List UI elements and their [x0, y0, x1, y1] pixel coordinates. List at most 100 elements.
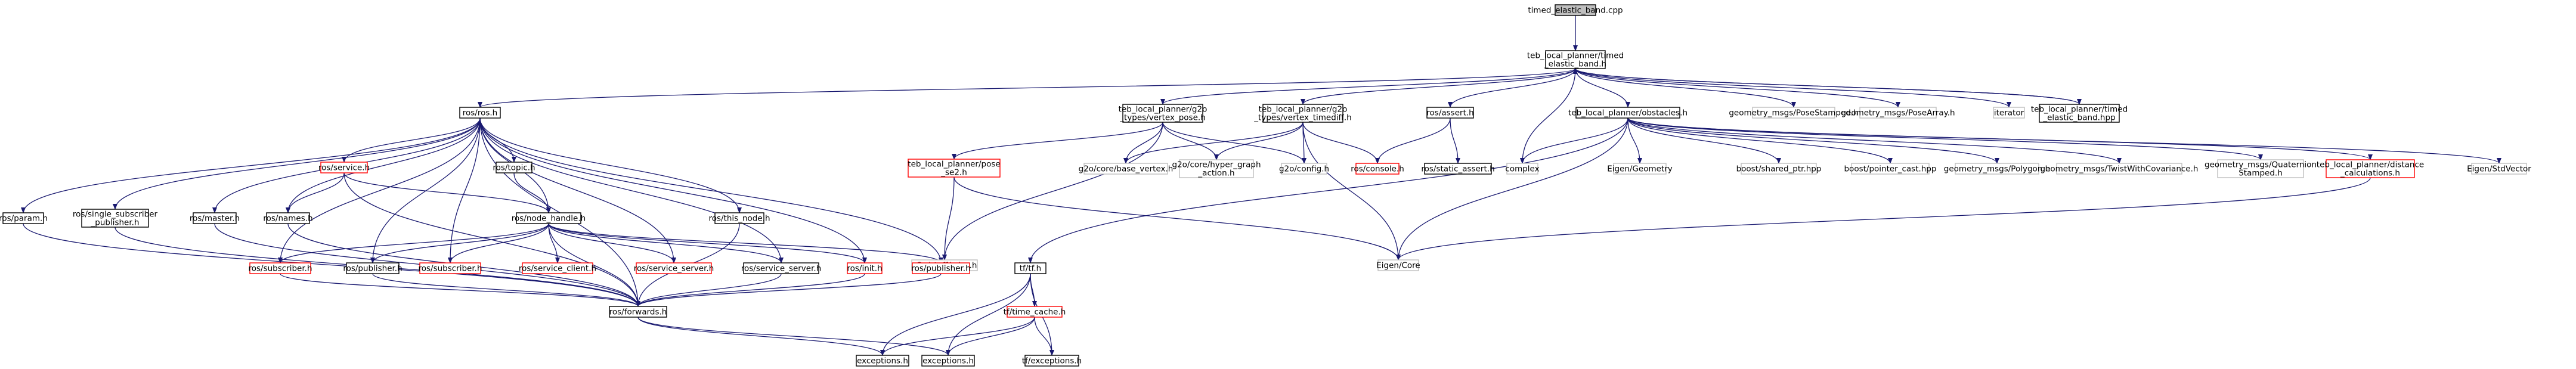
- include-edge: [942, 122, 1163, 261]
- include-edge: [1034, 317, 1054, 356]
- include-edge: [1627, 117, 1893, 164]
- header-file-node: Eigen/Core: [1376, 259, 1420, 271]
- node-label: _types/vertex_pose.h: [1119, 113, 1205, 123]
- node-box: [1179, 159, 1254, 178]
- header-file-node[interactable]: ros/subscriber.h: [248, 262, 312, 274]
- node-box: [1281, 163, 1327, 175]
- header-file-node[interactable]: ros/console.h: [1351, 163, 1404, 175]
- node-label: teb_local_planner/distance: [2317, 160, 2424, 170]
- header-file-node[interactable]: ros/names.h: [263, 212, 313, 224]
- header-file-node[interactable]: ros/init.h: [847, 262, 883, 274]
- node-label: _se2.h: [940, 168, 967, 178]
- node-label: ros/ros.h: [463, 108, 498, 118]
- header-file-node[interactable]: exceptions.h: [921, 355, 975, 367]
- include-edge: [636, 273, 942, 307]
- header-file-node[interactable]: ros/service_server.h: [634, 262, 714, 274]
- header-file-node[interactable]: tf/time_cache.h: [1004, 306, 1066, 318]
- include-edge: [478, 68, 1576, 108]
- node-label: complex: [1505, 165, 1539, 174]
- edge-line: [479, 117, 784, 263]
- include-edge: [946, 273, 1031, 356]
- header-file-node: geometry_msgs/TwistWithCovariance.h: [2041, 163, 2199, 175]
- header-file-node[interactable]: tf/tf.h: [1014, 262, 1046, 274]
- node-box: [1014, 262, 1046, 274]
- header-file-node[interactable]: teb_local_planner/timed_elastic_band.h: [1527, 50, 1624, 69]
- edge-line: [942, 176, 955, 261]
- header-file-node[interactable]: ros/service_client.h: [519, 262, 596, 274]
- node-box: [1613, 163, 1667, 175]
- header-file-node[interactable]: tf/exceptions.h: [1022, 355, 1082, 367]
- header-file-node[interactable]: teb_local_planner/g2o_types/vertex_pose.…: [1119, 104, 1208, 123]
- header-file-node[interactable]: ros/ros.h: [459, 107, 501, 119]
- header-file-node[interactable]: teb_local_planner/distance_calculations.…: [2317, 159, 2424, 178]
- include-edge: [1627, 117, 2263, 160]
- include-edge: [880, 273, 1031, 356]
- node-label: ros/topic.h: [493, 163, 535, 173]
- edge-line: [286, 172, 345, 213]
- header-file-node[interactable]: teb_local_planner/pose_se2.h: [908, 159, 1001, 178]
- edge-line: [343, 172, 551, 213]
- include-edge: [1162, 122, 1306, 164]
- node-label: teb_local_planner/g2o: [1259, 105, 1348, 114]
- edge-line: [479, 117, 676, 263]
- node-box: [1545, 50, 1606, 69]
- node-label: ros/this_node.h: [708, 214, 770, 224]
- edge-line: [1575, 68, 1796, 108]
- include-edge: [1160, 68, 1576, 105]
- node-label: ros/subscriber.h: [418, 264, 482, 274]
- edge-line: [637, 317, 885, 356]
- node-box: [496, 162, 532, 173]
- header-file-node[interactable]: ros/forwards.h: [609, 306, 667, 318]
- header-file-node[interactable]: ros/single_subscriber_publisher.h: [73, 209, 158, 228]
- include-edge: [513, 172, 551, 213]
- header-file-node[interactable]: ros/service.h: [318, 162, 370, 173]
- edge-line: [286, 117, 481, 213]
- node-label: ros/service_client.h: [519, 264, 596, 274]
- include-edge: [1627, 117, 2122, 164]
- header-file-node[interactable]: ros/static_assert.h: [1421, 163, 1495, 175]
- header-file-node[interactable]: ros/service_server.h: [741, 262, 822, 274]
- edge-line: [1214, 122, 1304, 160]
- header-file-node[interactable]: ros/this_node.h: [708, 212, 770, 224]
- node-label: ros/master.h: [190, 214, 240, 224]
- node-label: tf/tf.h: [1020, 264, 1042, 274]
- node-box: [320, 162, 368, 173]
- node-label: exceptions.h: [857, 356, 908, 366]
- header-file-node: g2o/core/hyper_graph_action.h: [1172, 159, 1261, 178]
- include-edge: [479, 117, 867, 263]
- edge-line: [1627, 117, 1893, 164]
- node-box: [516, 212, 581, 224]
- header-file-node[interactable]: ros/assert.h: [1426, 107, 1474, 119]
- include-edge: [448, 117, 481, 263]
- header-file-node[interactable]: ros/topic.h: [493, 162, 535, 173]
- node-box: [609, 306, 667, 318]
- header-file-node[interactable]: ros/node_handle.h: [512, 212, 586, 224]
- header-file-node[interactable]: exceptions.h: [856, 355, 909, 367]
- node-box: [2326, 159, 2415, 178]
- header-file-node[interactable]: ros/param.h: [0, 212, 48, 224]
- node-box: [1741, 163, 1817, 175]
- node-label: ros/subscriber.h: [248, 264, 312, 274]
- node-label: geometry_msgs/TwistWithCovariance.h: [2041, 165, 2199, 174]
- node-box: [636, 262, 712, 274]
- include-edge: [548, 223, 676, 263]
- node-label: ros/service.h: [318, 163, 370, 173]
- include-edge: [1520, 68, 1576, 164]
- header-file-node[interactable]: ros/subscriber.h: [418, 262, 482, 274]
- node-label: geometry_msgs/PoseStamped.h: [1729, 108, 1858, 118]
- node-label: teb_local_planner/g2o: [1119, 105, 1208, 114]
- edge-line: [942, 122, 1163, 261]
- header-file-node[interactable]: teb_local_planner/obstacles.h: [1568, 107, 1688, 119]
- header-file-node[interactable]: ros/publisher.h: [911, 262, 971, 274]
- node-box: [2217, 159, 2304, 178]
- header-file-node[interactable]: ros/publisher.h: [343, 262, 402, 274]
- node-label: Eigen/Core: [1376, 261, 1420, 271]
- header-file-node[interactable]: teb_local_planner/g2o_types/vertex_timed…: [1253, 104, 1352, 123]
- header-file-node[interactable]: ros/master.h: [190, 212, 240, 224]
- include-edge: [113, 117, 481, 210]
- header-file-node[interactable]: teb_local_planner/timed_elastic_band.hpp: [2031, 104, 2128, 123]
- include-edge: [278, 117, 481, 263]
- include-edge: [1302, 122, 1380, 164]
- include-edge: [286, 117, 481, 213]
- edge-line: [637, 317, 950, 356]
